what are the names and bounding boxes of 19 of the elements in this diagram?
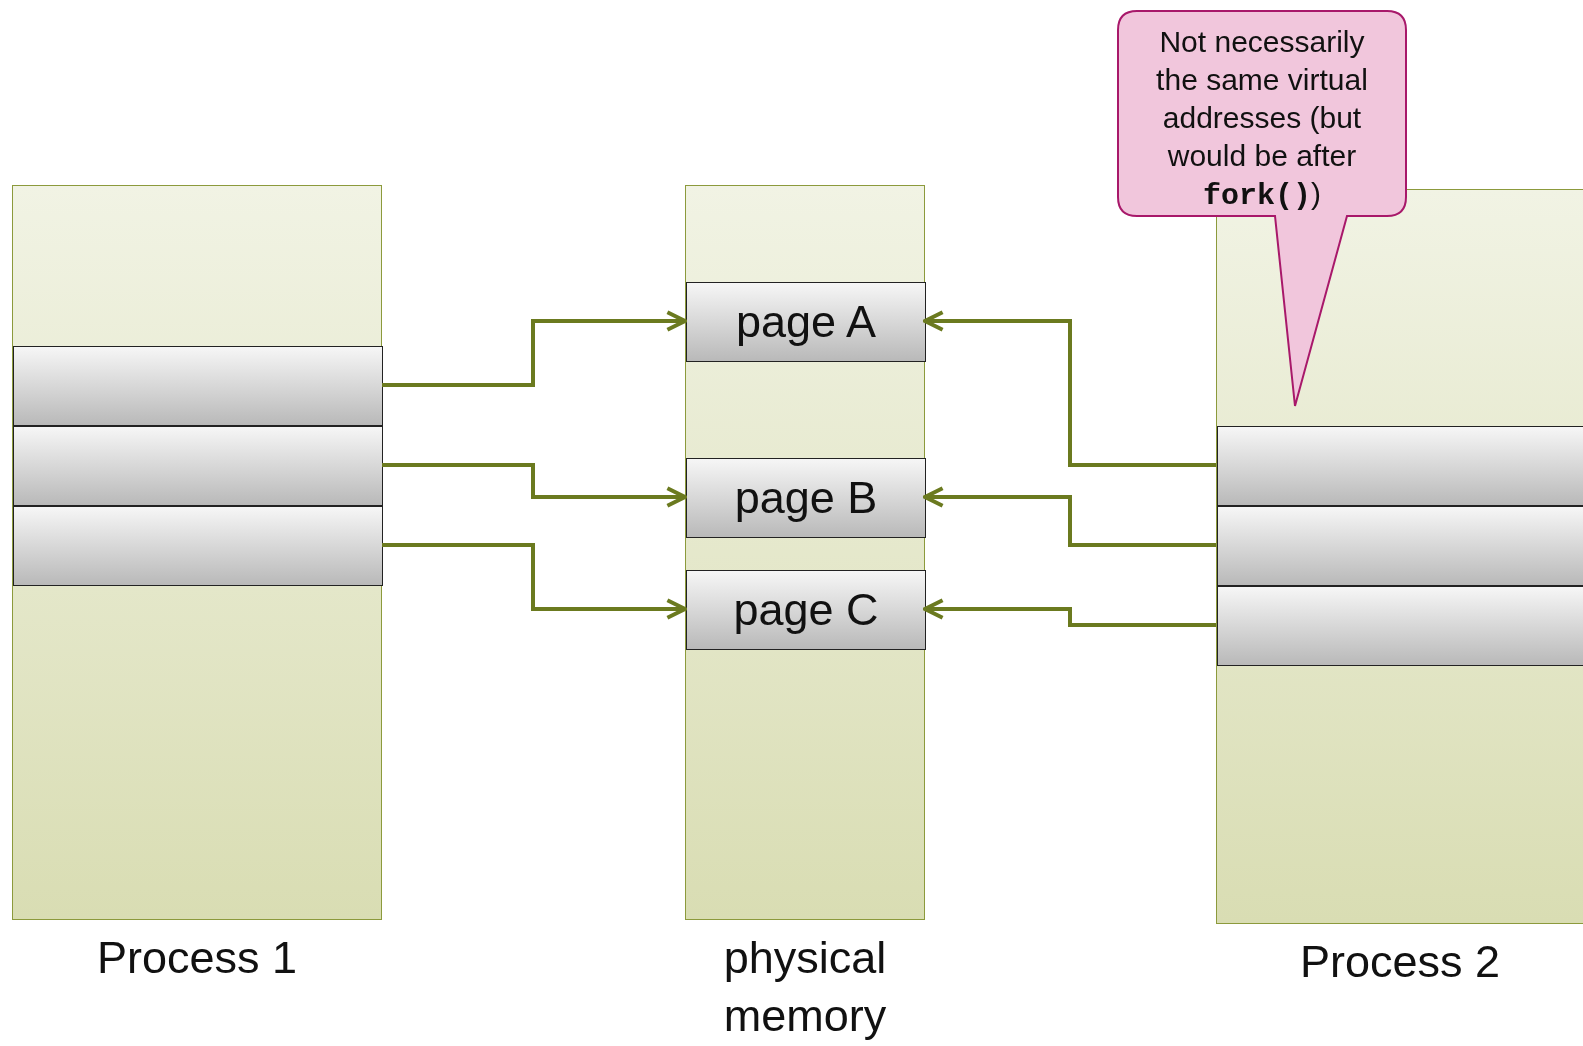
page-entry-box xyxy=(13,506,383,586)
arrow xyxy=(382,463,687,508)
callout-text: Not necessarily the same virtual addresses (but would be after fork()) xyxy=(1155,24,1369,215)
arrow xyxy=(382,310,687,387)
page-entry-box xyxy=(13,346,383,426)
column-label: Process 2 xyxy=(1299,935,1501,989)
page-box: page B xyxy=(686,458,926,538)
column-label: Process 1 xyxy=(96,931,298,985)
page-entry-box xyxy=(1217,586,1583,666)
arrow xyxy=(382,543,687,620)
page-entry-box xyxy=(13,426,383,506)
page-box: page C xyxy=(686,570,926,650)
arrow xyxy=(923,486,1216,547)
arrow xyxy=(923,310,1216,467)
column-label: physical memory xyxy=(722,931,888,1043)
page-entry-box xyxy=(1217,426,1583,506)
page-box: page A xyxy=(686,282,926,362)
arrow xyxy=(923,598,1216,627)
page-entry-box xyxy=(1217,506,1583,586)
